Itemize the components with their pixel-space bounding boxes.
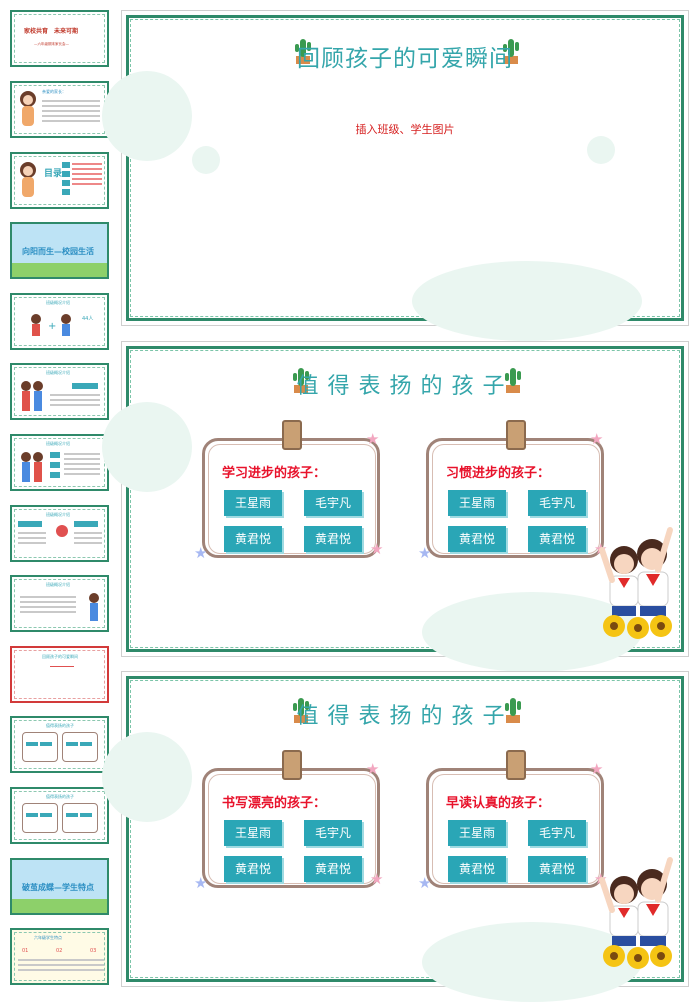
slide-thumbnail-14[interactable]: 六年级学生特点 01 02 03	[10, 928, 109, 985]
slide-thumbnail-4[interactable]: 向阳而生—校园生活	[10, 222, 109, 279]
star-icon: ★	[366, 430, 380, 448]
student-name-tag[interactable]: 王星雨	[224, 820, 282, 846]
thumb-heading: 目录	[44, 169, 63, 179]
star-icon: ★	[194, 544, 208, 562]
award-board: ★ ★ ★ 学习进步的孩子： 王星雨 毛宇凡 黄君悦 黄君悦	[194, 420, 390, 562]
student-name-tag[interactable]: 黄君悦	[304, 856, 362, 882]
student-name-tag[interactable]: 黄君悦	[304, 526, 362, 552]
student-name-tag[interactable]: 黄君悦	[528, 526, 586, 552]
thumb-heading: 班级概况介绍	[46, 370, 70, 375]
slide-thumbnail-10[interactable]: 回顾孩子的可爱瞬间	[10, 646, 109, 703]
slide-canvas-1[interactable]: 回顾孩子的可爱瞬间 插入班级、学生图片	[102, 10, 689, 341]
student-name-tag[interactable]: 王星雨	[448, 820, 506, 846]
thumb-num: 01	[22, 948, 29, 954]
slide-thumbnail-9[interactable]: 班级概况介绍	[10, 575, 109, 632]
slide-thumbnail-1[interactable]: 家校共育 未来可期 —六年级期末家长会—	[10, 10, 109, 67]
board-label: 早读认真的孩子：	[446, 796, 551, 811]
slide-thumbnail-7[interactable]: 班级概况介绍	[10, 434, 109, 491]
slide-canvas-2[interactable]: 值得表扬的孩子 ★ ★ ★ 学习进步的孩子： 王星雨 毛宇凡 黄君悦 黄君悦 ★…	[102, 341, 689, 672]
cheering-kids-illustration-icon	[599, 857, 673, 969]
cactus-icon	[505, 368, 521, 393]
student-name-tag[interactable]: 王星雨	[224, 490, 282, 516]
star-icon: ★	[194, 874, 208, 892]
star-icon: ★	[590, 760, 604, 778]
thumb-banner: 破茧成蝶—学生特点	[22, 883, 94, 892]
thumb-heading: 值得表扬的孩子	[46, 794, 74, 799]
board-label: 学习进步的孩子：	[222, 466, 327, 481]
cactus-icon	[505, 698, 521, 723]
slide-thumbnail-2[interactable]: 亲爱的家长：	[10, 81, 109, 138]
student-illustration-icon	[89, 593, 99, 621]
slide-thumbnail-8[interactable]: 班级概况介绍	[10, 505, 109, 562]
award-board: ★ ★ ★ 书写漂亮的孩子： 王星雨 毛宇凡 黄君悦 黄君悦	[194, 750, 390, 892]
slide-thumbnail-12[interactable]: 值得表扬的孩子	[10, 787, 109, 844]
star-icon: ★	[590, 430, 604, 448]
thumb-heading: 六年级学生特点	[34, 935, 62, 940]
thumb-heading: 值得表扬的孩子	[46, 723, 74, 728]
slide-thumbnail-panel: 家校共育 未来可期 —六年级期末家长会— 亲爱的家长： 目录 向阳而生—校园生活…	[0, 0, 118, 1000]
cactus-icon	[503, 39, 519, 64]
student-name-tag[interactable]: 毛宇凡	[528, 820, 586, 846]
thumb-num: 02	[56, 948, 63, 954]
slide-title: 回顾孩子的可爱瞬间	[297, 46, 513, 72]
slide-title: 值得表扬的孩子	[296, 704, 514, 729]
cactus-icon	[293, 698, 309, 723]
star-icon: ★	[370, 870, 384, 888]
star-icon: ★	[418, 544, 432, 562]
student-name-tag[interactable]: 毛宇凡	[528, 490, 586, 516]
student-name-tag[interactable]: 毛宇凡	[304, 820, 362, 846]
board-label: 习惯进步的孩子：	[446, 466, 551, 481]
student-name-tag[interactable]: 黄君悦	[448, 856, 506, 882]
star-icon: ★	[418, 874, 432, 892]
students-illustration-icon: +	[31, 314, 71, 336]
slide-thumbnail-11[interactable]: 值得表扬的孩子	[10, 716, 109, 773]
star-icon: ★	[366, 760, 380, 778]
slide-thumbnail-6[interactable]: 班级概况介绍	[10, 363, 109, 420]
thumb-heading: 班级概况介绍	[46, 441, 70, 446]
teacher-illustration-icon	[20, 162, 36, 197]
star-icon: ★	[370, 540, 384, 558]
thumb-subtitle: —六年级期末家长会—	[34, 42, 69, 46]
student-name-tag[interactable]: 黄君悦	[224, 856, 282, 882]
thumb-num: 03	[90, 948, 97, 954]
student-name-tag[interactable]: 王星雨	[448, 490, 506, 516]
image-placeholder-text[interactable]: 插入班级、学生图片	[355, 123, 455, 136]
thumb-heading: 班级概况介绍	[46, 512, 70, 517]
slide-thumbnail-5[interactable]: 班级概况介绍 + 44人	[10, 293, 109, 350]
slide-title: 值得表扬的孩子	[296, 374, 514, 399]
cactus-icon	[293, 368, 309, 393]
thumb-heading: 亲爱的家长：	[42, 89, 66, 94]
student-name-tag[interactable]: 毛宇凡	[304, 490, 362, 516]
thumb-count: 44人	[82, 316, 94, 322]
slide-canvas-3[interactable]: 值得表扬的孩子 ★ ★ ★ 书写漂亮的孩子： 王星雨 毛宇凡 黄君悦 黄君悦 ★…	[102, 671, 689, 1002]
students-illustration-icon	[21, 381, 43, 411]
student-name-tag[interactable]: 黄君悦	[528, 856, 586, 882]
student-name-tag[interactable]: 黄君悦	[224, 526, 282, 552]
award-board: ★ ★ ★ 习惯进步的孩子： 王星雨 毛宇凡 黄君悦 黄君悦	[418, 420, 614, 562]
slide-thumbnail-13[interactable]: 破茧成蝶—学生特点	[10, 858, 109, 915]
cactus-icon	[295, 39, 311, 64]
svg-text:+: +	[48, 321, 56, 332]
thumb-heading: 班级概况介绍	[46, 300, 70, 305]
teacher-illustration-icon	[20, 91, 36, 126]
student-name-tag[interactable]: 黄君悦	[448, 526, 506, 552]
slide-thumbnail-3[interactable]: 目录	[10, 152, 109, 209]
thumb-title: 家校共育 未来可期	[24, 28, 79, 35]
award-board: ★ ★ ★ 早读认真的孩子： 王星雨 毛宇凡 黄君悦 黄君悦	[418, 750, 614, 892]
thumb-heading: 班级概况介绍	[46, 582, 70, 587]
thumb-heading: 回顾孩子的可爱瞬间	[42, 654, 78, 659]
cheering-kids-illustration-icon	[599, 527, 673, 639]
students-illustration-icon	[21, 452, 43, 482]
board-label: 书写漂亮的孩子：	[222, 796, 327, 811]
thumb-banner: 向阳而生—校园生活	[22, 247, 94, 256]
